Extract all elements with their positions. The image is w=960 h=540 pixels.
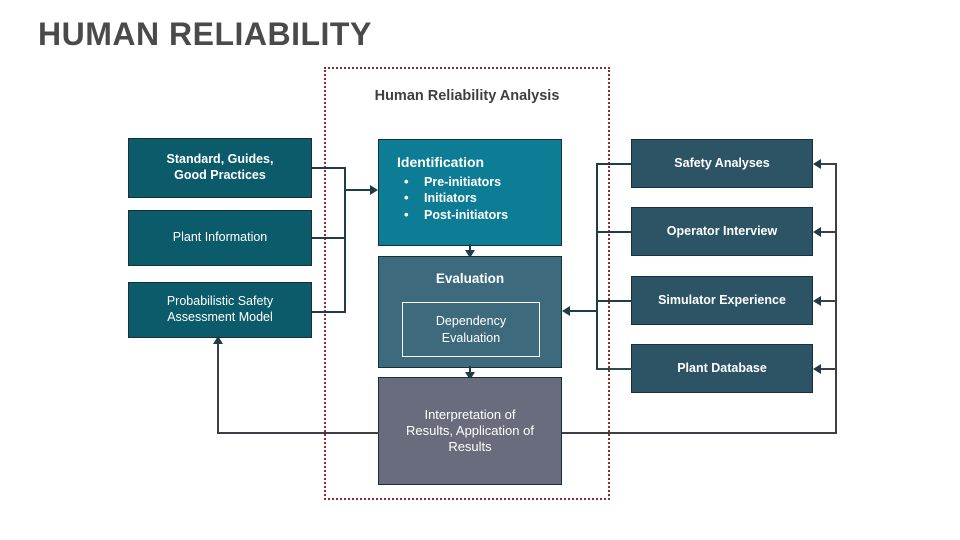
connector-left-bus-vertical	[344, 167, 346, 312]
connector-loop-to-safety-analyses	[819, 163, 836, 165]
interpretation-box[interactable]: Interpretation of Results, Application o…	[378, 377, 562, 485]
interpretation-line2: Results, Application of	[406, 422, 534, 438]
arrow-into-interpretation	[465, 372, 475, 380]
connector-plant-info-stub	[312, 237, 346, 239]
evaluation-box[interactable]: Evaluation	[378, 256, 562, 368]
input-box-plant-information[interactable]: Plant Information	[128, 210, 312, 266]
dependency-evaluation-line2: Evaluation	[441, 330, 501, 345]
connector-evaluation-to-interpretation	[469, 366, 471, 374]
arrow-into-psa-model	[213, 336, 223, 344]
source-box-simulator-experience[interactable]: Simulator Experience	[631, 276, 813, 325]
dependency-evaluation-box[interactable]: Dependency Evaluation	[402, 302, 540, 357]
connector-operator-interview-stub	[596, 231, 632, 233]
container-title: Human Reliability Analysis	[374, 88, 560, 104]
source-box-plant-database[interactable]: Plant Database	[631, 344, 813, 393]
identification-bullet-post-initiators: Post-initiators	[397, 206, 508, 224]
connector-safety-analyses-stub	[596, 163, 632, 165]
connector-identification-to-evaluation	[469, 244, 471, 252]
arrow-into-evaluation-from-sources	[562, 306, 570, 316]
connector-interpretation-to-left-loop	[217, 432, 379, 434]
dependency-evaluation-line1: Dependency	[435, 314, 507, 329]
interpretation-line3: Results	[448, 439, 492, 455]
input-box-standards-guides-line1: Standard, Guides, Good Practices	[166, 152, 274, 182]
connector-plant-database-stub	[596, 368, 632, 370]
source-box-simulator-experience-label: Simulator Experience	[658, 292, 786, 307]
arrow-into-safety-analyses	[813, 159, 821, 169]
source-box-safety-analyses-label: Safety Analyses	[674, 155, 770, 170]
connector-left-bus-to-identification	[344, 189, 371, 191]
connector-left-loop-vertical	[217, 344, 219, 433]
arrow-into-evaluation	[465, 250, 475, 258]
arrow-into-simulator-experience	[813, 296, 821, 306]
connector-right-inner-bus-vertical	[596, 163, 598, 369]
connector-simulator-experience-stub	[596, 300, 632, 302]
interpretation-line1: Interpretation of	[424, 406, 516, 422]
arrow-into-operator-interview	[813, 227, 821, 237]
connector-loop-to-operator-interview	[819, 231, 836, 233]
dependency-evaluation-label: Dependency Evaluation	[436, 313, 506, 346]
arrow-into-identification	[370, 185, 378, 195]
source-box-operator-interview[interactable]: Operator Interview	[631, 207, 813, 256]
source-box-operator-interview-label: Operator Interview	[666, 223, 778, 238]
connector-right-bus-to-evaluation	[570, 310, 597, 312]
connector-psa-stub	[312, 311, 346, 313]
identification-title: Identification	[397, 154, 485, 170]
input-box-standards-guides[interactable]: Standard, Guides, Good Practices	[128, 138, 312, 198]
connector-right-outer-bus-vertical	[835, 163, 837, 433]
connector-loop-to-simulator-experience	[819, 300, 836, 302]
identification-bullet-list: Pre-initiators Initiators Post-initiator…	[397, 173, 508, 224]
input-box-plant-information-label: Plant Information	[172, 230, 268, 245]
evaluation-title: Evaluation	[435, 271, 505, 286]
source-box-plant-database-label: Plant Database	[677, 360, 767, 375]
identification-bullet-initiators: Initiators	[397, 189, 508, 207]
page-title: HUMAN RELIABILITY	[38, 16, 372, 52]
identification-box[interactable]: Identification Pre-initiators Initiators…	[378, 139, 562, 246]
input-box-psa-model-label: Probabilistic Safety Assessment Model	[166, 294, 274, 324]
input-box-psa-model[interactable]: Probabilistic Safety Assessment Model	[128, 282, 312, 338]
source-box-safety-analyses[interactable]: Safety Analyses	[631, 139, 813, 188]
connector-interpretation-to-right-loop	[562, 432, 837, 434]
human-reliability-analysis-container	[324, 67, 610, 500]
connector-loop-to-plant-database	[819, 368, 836, 370]
arrow-into-plant-database	[813, 364, 821, 374]
interpretation-label: Interpretation of Results, Application o…	[398, 407, 542, 456]
connector-standards-stub	[312, 167, 346, 169]
identification-bullet-pre-initiators: Pre-initiators	[397, 173, 508, 191]
